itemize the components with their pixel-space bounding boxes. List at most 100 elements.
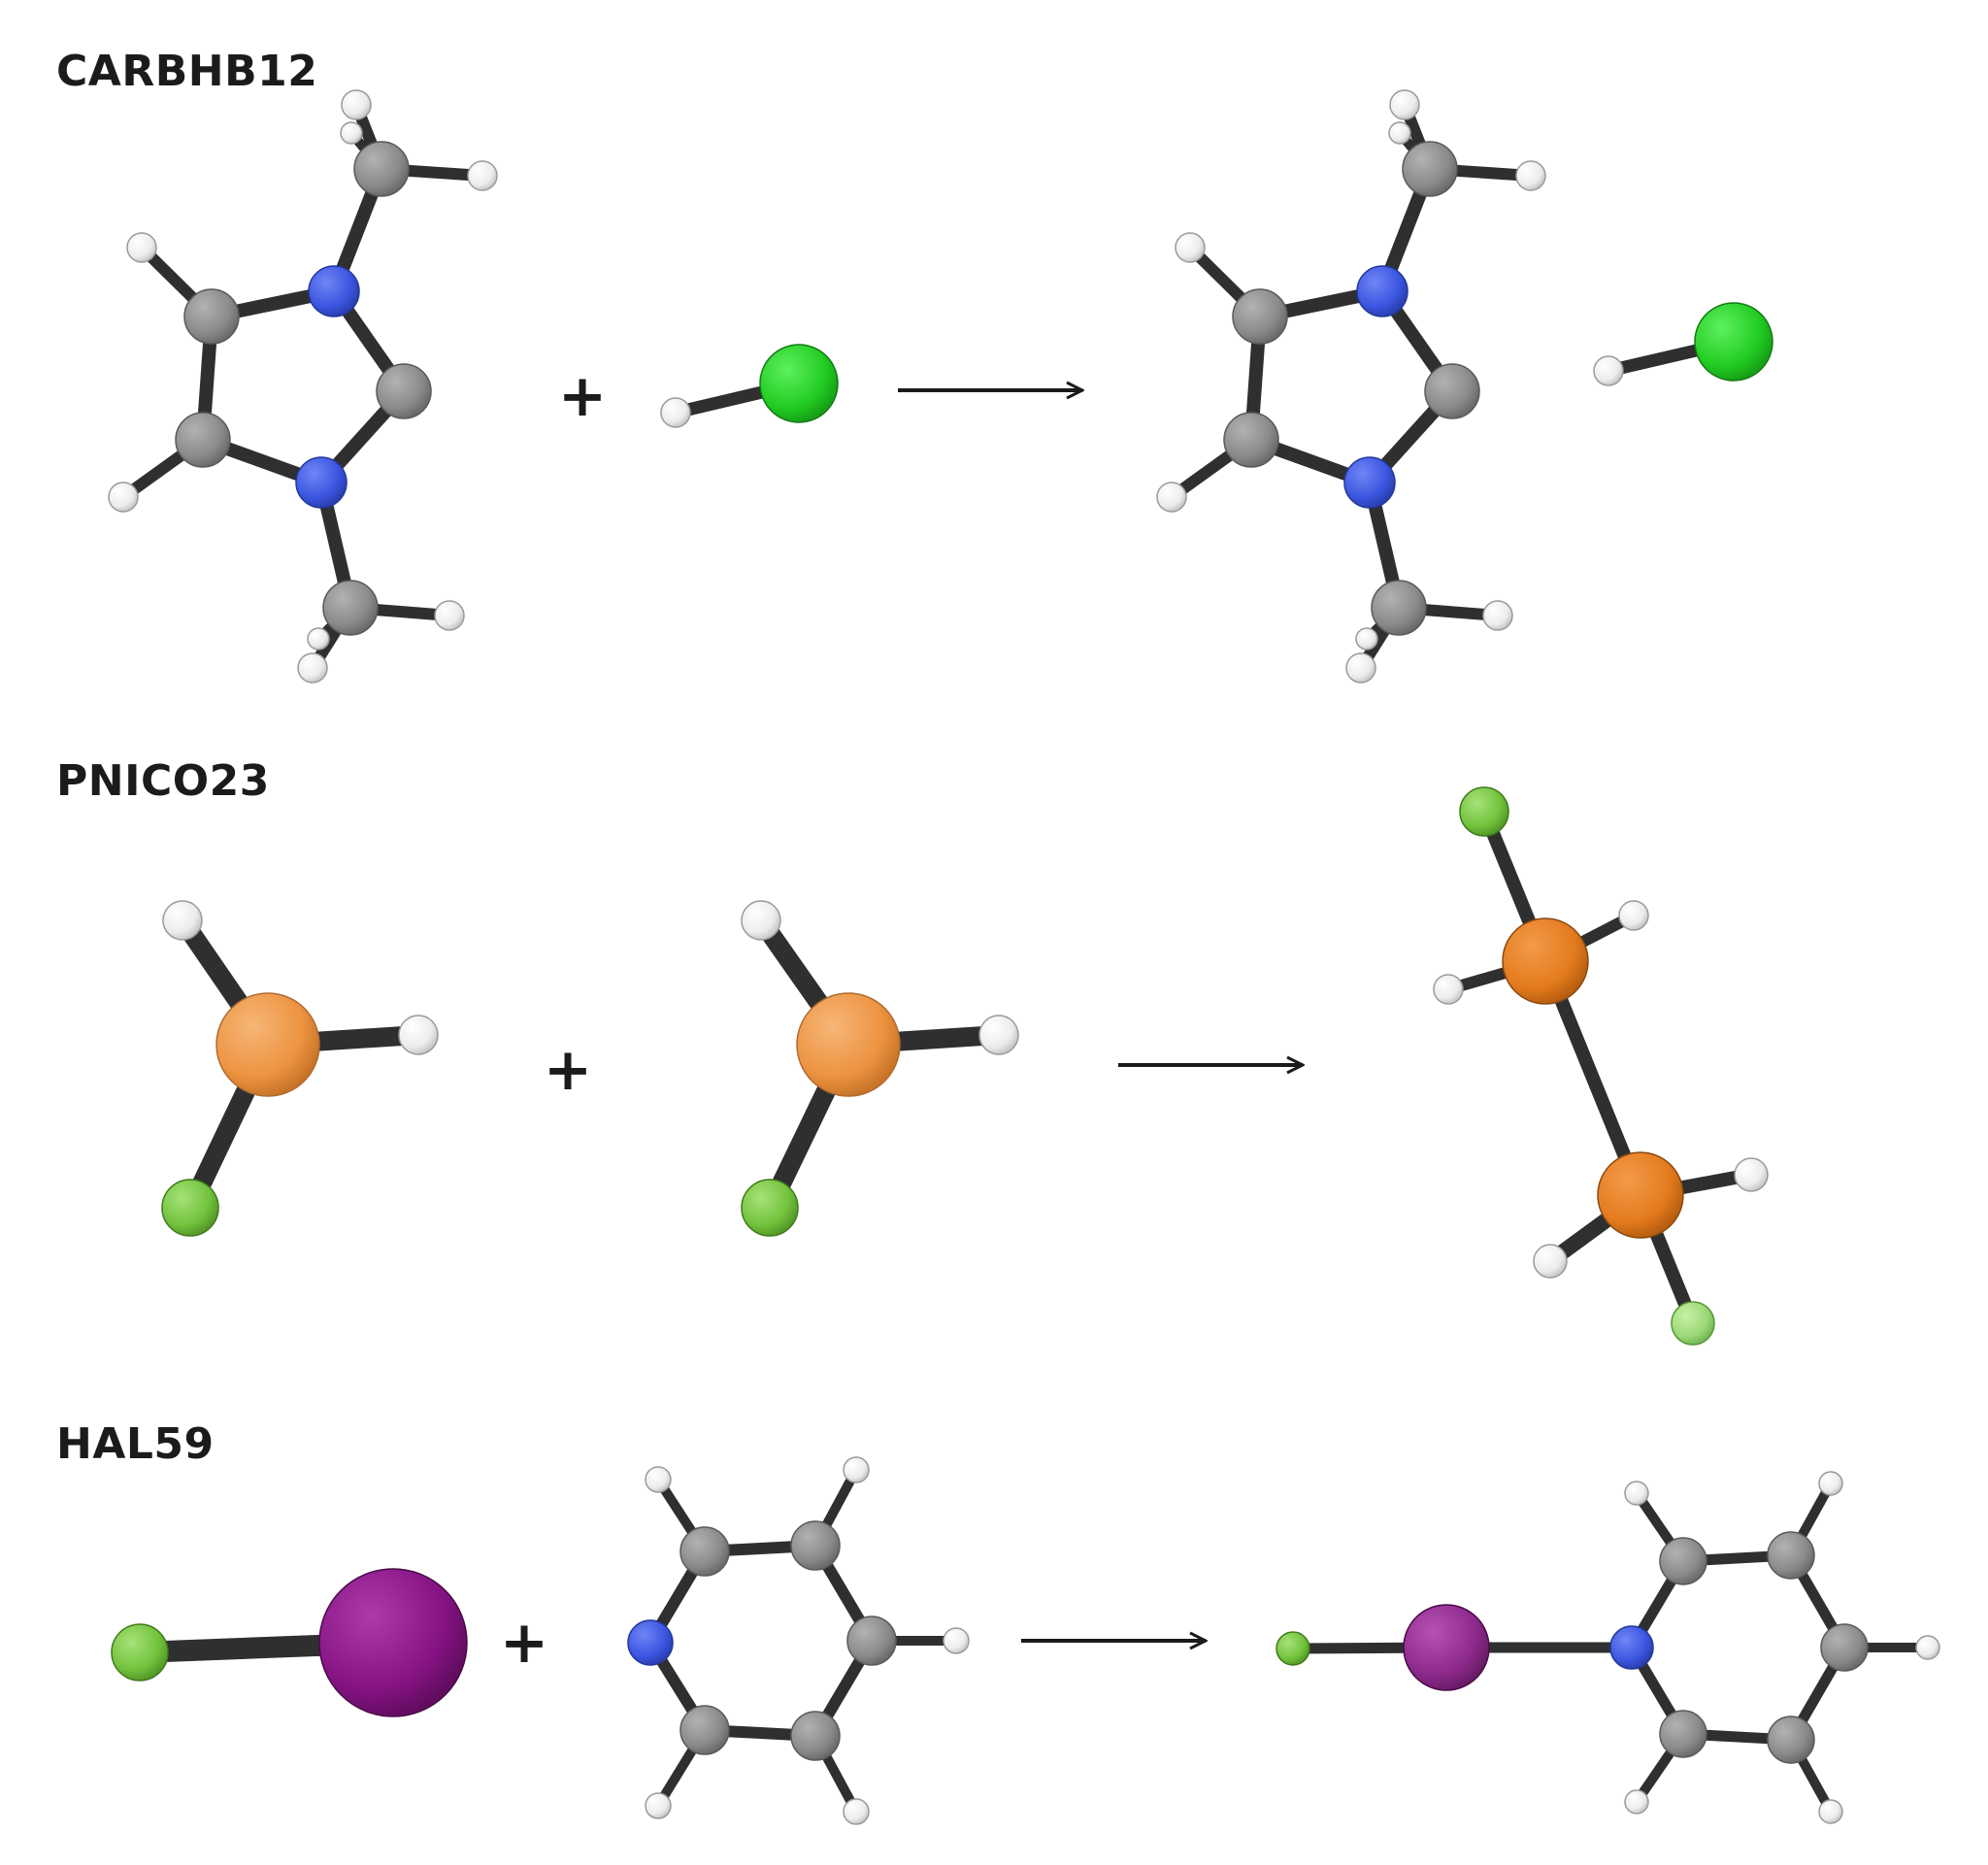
ph2f-monomer-reactant-2-atoms [741, 900, 1019, 1237]
carbon-atom [679, 1526, 730, 1577]
imidazolium-carbene-product [1156, 89, 1546, 683]
reaction-operators: + + + [500, 362, 1303, 1677]
hydrogen-atom [434, 600, 465, 631]
nitrogen-atom [1356, 265, 1408, 317]
hydrogen-atom [1433, 974, 1464, 1005]
ph2f-dimer-product-bonds [1446, 809, 1753, 1326]
hydrogen-atom [340, 121, 363, 145]
nitrogen-atom [308, 265, 360, 317]
hydrogen-chloride-product [1593, 302, 1773, 386]
carbon-atom [183, 288, 240, 345]
nitrogen-atom [627, 1619, 674, 1666]
hydrogen-atom [1388, 121, 1411, 145]
hydrogen-atom [341, 89, 372, 120]
reaction-title-hal59: HAL59 [56, 1419, 215, 1469]
carbon-atom [1424, 363, 1480, 419]
iodine-atom [318, 1568, 468, 1717]
hydrogen-chloride-reactant-atoms [660, 344, 839, 428]
carbon-atom [353, 141, 410, 197]
pyridine-reactant-bonds [645, 1467, 956, 1815]
hydrogen-atom [1593, 355, 1624, 386]
carbon-atom [1767, 1715, 1815, 1764]
reaction-title-pnico23: PNICO23 [56, 756, 270, 806]
fluorine-atom [1459, 786, 1509, 837]
plus-sign-3: + [500, 1609, 548, 1677]
hydrogen-atom [1345, 652, 1376, 683]
hydrogen-atom [1515, 160, 1546, 191]
hydrogen-atom [126, 232, 157, 263]
pyridine-reactant-atoms [627, 1456, 970, 1825]
hydrogen-atom [297, 652, 328, 683]
carbon-atom [1402, 141, 1458, 197]
chlorine-atom [759, 344, 839, 423]
nitrogen-atom [295, 456, 348, 509]
hydrogen-atom [943, 1627, 970, 1654]
phosphorus-atom [1597, 1151, 1684, 1239]
plus-sign-2: + [544, 1036, 592, 1104]
hydrogen-atom [1734, 1157, 1769, 1192]
carbon-atom [1659, 1710, 1707, 1758]
carbon-atom [846, 1615, 897, 1666]
fluorine-atom [111, 1623, 169, 1682]
imidazolium-carbene-reactant [108, 89, 498, 683]
fluorine-atom [741, 1179, 799, 1237]
hydrogen-atom [1482, 600, 1513, 631]
hydrogen-atom [660, 397, 691, 428]
nitrogen-atom [1343, 456, 1396, 509]
hydrogen-atom [398, 1015, 439, 1055]
carbon-atom [790, 1711, 841, 1761]
hydrogen-chloride-reactant [660, 344, 839, 428]
hydrogen-atom [108, 482, 139, 513]
hydrogen-atom [1389, 89, 1420, 120]
carbon-atom [322, 580, 379, 636]
hydrogen-atom [1624, 1481, 1649, 1506]
ph2f-dimer-product-atoms [1433, 786, 1769, 1346]
hydrogen-atom [645, 1466, 672, 1493]
ph2f-monomer-reactant-2 [741, 900, 1019, 1237]
carbon-atom [679, 1705, 730, 1755]
carbon-atom [1659, 1537, 1707, 1585]
carbon-atom [1820, 1623, 1869, 1672]
imidazolium-carbene-reactant-atoms [108, 89, 498, 683]
iodine-fluoride-reactant-atoms [111, 1568, 468, 1717]
carbon-atom [1371, 580, 1427, 636]
hydrogen-atom [1818, 1799, 1843, 1824]
phosphorus-atom [215, 992, 320, 1097]
hydrogen-atom [741, 900, 781, 941]
fluorine-atom [161, 1179, 219, 1237]
ph2f-dimer-product [1433, 786, 1769, 1346]
hydrogen-atom [1156, 482, 1187, 513]
reaction-title-carbhb12: CARBHB12 [56, 47, 318, 96]
nitrogen-atom [1609, 1625, 1654, 1670]
hydrogen-chloride-product-atoms [1593, 302, 1773, 386]
plus-sign-1: + [558, 362, 607, 430]
carbon-atom [175, 412, 231, 468]
carbon-atom [1232, 288, 1288, 345]
carbon-atom [1223, 412, 1279, 468]
hydrogen-atom [978, 1015, 1019, 1055]
hydrogen-atom [843, 1456, 870, 1483]
hydrogen-atom [307, 627, 330, 650]
phosphorus-atom [796, 992, 901, 1097]
fluorine-atom [1671, 1301, 1715, 1346]
carbon-atom [1767, 1531, 1815, 1580]
phosphorus-atom [1502, 917, 1589, 1005]
hydrogen-atom [162, 900, 203, 941]
pyridine-reactant [627, 1456, 970, 1825]
hydrogen-atom [467, 160, 498, 191]
chlorine-atom [1694, 302, 1773, 382]
iodine-fluoride-reactant [111, 1568, 468, 1717]
hydrogen-atom [1624, 1789, 1649, 1815]
carbon-atom [790, 1520, 841, 1571]
hydrogen-atom [1818, 1471, 1843, 1496]
hydrogen-atom [1618, 900, 1649, 931]
hydrogen-atom [1915, 1635, 1940, 1660]
pyridine-if-complex-product-atoms [1276, 1471, 1940, 1824]
hydrogen-atom [1175, 232, 1206, 263]
pyridine-if-complex-product [1276, 1471, 1940, 1824]
iodine-atom [1403, 1604, 1490, 1691]
hydrogen-atom [1355, 627, 1378, 650]
imidazolium-carbene-product-atoms [1156, 89, 1546, 683]
carbon-atom [376, 363, 432, 419]
